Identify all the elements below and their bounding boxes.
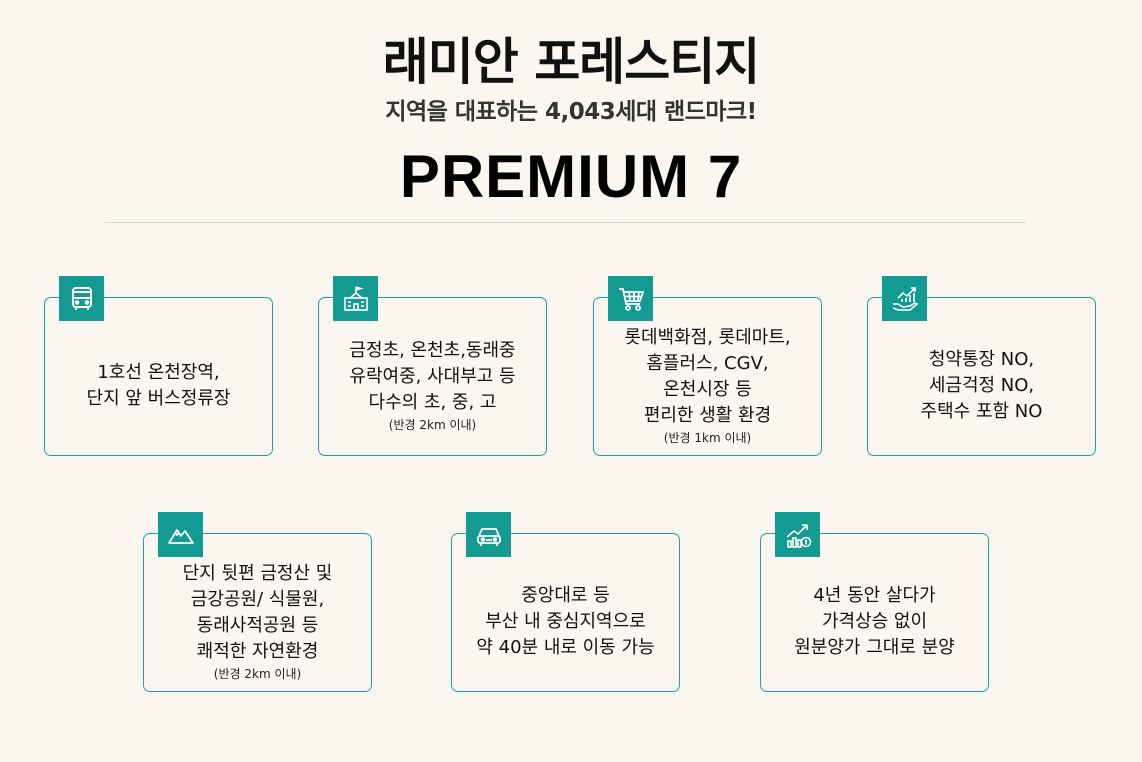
card-line: 쾌적한 자연환경 [196, 641, 319, 662]
page-title: 래미안 포레스티지 [382, 33, 760, 91]
card-text: 중앙대로 등 부산 내 중심지역으로 약 40분 내로 이동 가능 [452, 558, 679, 685]
bus-icon [59, 276, 104, 321]
card-line: 주택수 포함 NO [920, 400, 1043, 422]
feature-card-education: 금정초, 온천초,동래중 유락여중, 사대부고 등 다수의 초, 중, 고 (반… [318, 276, 547, 456]
feature-card-nature: 단지 뒷편 금정산 및 금강공원/ 식물원, 동래사적공원 등 쾌적한 자연환경… [143, 512, 372, 692]
mountain-icon [158, 512, 203, 557]
divider [105, 222, 1026, 223]
premium-headline: PREMIUM 7 [399, 143, 743, 210]
card-note: (반경 2km 이내) [388, 418, 477, 432]
card-line: 단지 앞 버스정류장 [86, 387, 231, 409]
card-line: 금강공원/ 식물원, [190, 589, 325, 610]
card-text: 단지 뒷편 금정산 및 금강공원/ 식물원, 동래사적공원 등 쾌적한 자연환경… [144, 558, 371, 685]
card-line: 가격상승 없이 [821, 610, 928, 632]
card-line: 단지 뒷편 금정산 및 [182, 563, 333, 584]
car-icon [466, 512, 511, 557]
card-line: 세금걱정 NO, [928, 374, 1035, 396]
card-text: 청약통장 NO, 세금걱정 NO, 주택수 포함 NO [868, 322, 1095, 449]
feature-card-price: 4년 동안 살다가 가격상승 없이 원분양가 그대로 분양 [760, 512, 989, 692]
chart-growth-icon [775, 512, 820, 557]
feature-card-subscription: 청약통장 NO, 세금걱정 NO, 주택수 포함 NO [867, 276, 1096, 456]
card-line: 롯데백화점, 롯데마트, [624, 327, 791, 348]
feature-card-transport: 1호선 온천장역, 단지 앞 버스정류장 [44, 276, 273, 456]
card-line: 청약통장 NO, [928, 348, 1035, 370]
card-text: 금정초, 온천초,동래중 유락여중, 사대부고 등 다수의 초, 중, 고 (반… [319, 322, 546, 449]
page-subtitle: 지역을 대표하는 4,043세대 랜드마크! [385, 99, 757, 125]
card-text: 1호선 온천장역, 단지 앞 버스정류장 [45, 322, 272, 449]
card-line: 편리한 생활 환경 [643, 405, 772, 426]
card-line: 부산 내 중심지역으로 [485, 610, 646, 632]
card-line: 금정초, 온천초,동래중 [349, 340, 516, 361]
card-line: 약 40분 내로 이동 가능 [476, 636, 655, 658]
card-line: 온천시장 등 [663, 379, 752, 400]
card-line: 중앙대로 등 [521, 584, 610, 606]
card-line: 원분양가 그대로 분양 [794, 636, 955, 658]
card-text: 롯데백화점, 롯데마트, 홈플러스, CGV, 온천시장 등 편리한 생활 환경… [594, 322, 821, 449]
card-line: 홈플러스, CGV, [646, 353, 769, 374]
card-line: 동래사적공원 등 [196, 615, 319, 636]
card-line: 1호선 온천장역, [97, 361, 220, 383]
card-line: 유락여중, 사대부고 등 [349, 366, 516, 387]
growth-hand-icon [882, 276, 927, 321]
feature-card-traffic: 중앙대로 등 부산 내 중심지역으로 약 40분 내로 이동 가능 [451, 512, 680, 692]
card-note: (반경 1km 이내) [663, 431, 752, 445]
card-line: 다수의 초, 중, 고 [368, 392, 497, 413]
card-text: 4년 동안 살다가 가격상승 없이 원분양가 그대로 분양 [761, 558, 988, 685]
card-line: 4년 동안 살다가 [813, 584, 936, 606]
card-note: (반경 2km 이내) [213, 667, 302, 681]
school-icon [333, 276, 378, 321]
shopping-cart-icon [608, 276, 653, 321]
feature-card-shopping: 롯데백화점, 롯데마트, 홈플러스, CGV, 온천시장 등 편리한 생활 환경… [593, 276, 822, 456]
